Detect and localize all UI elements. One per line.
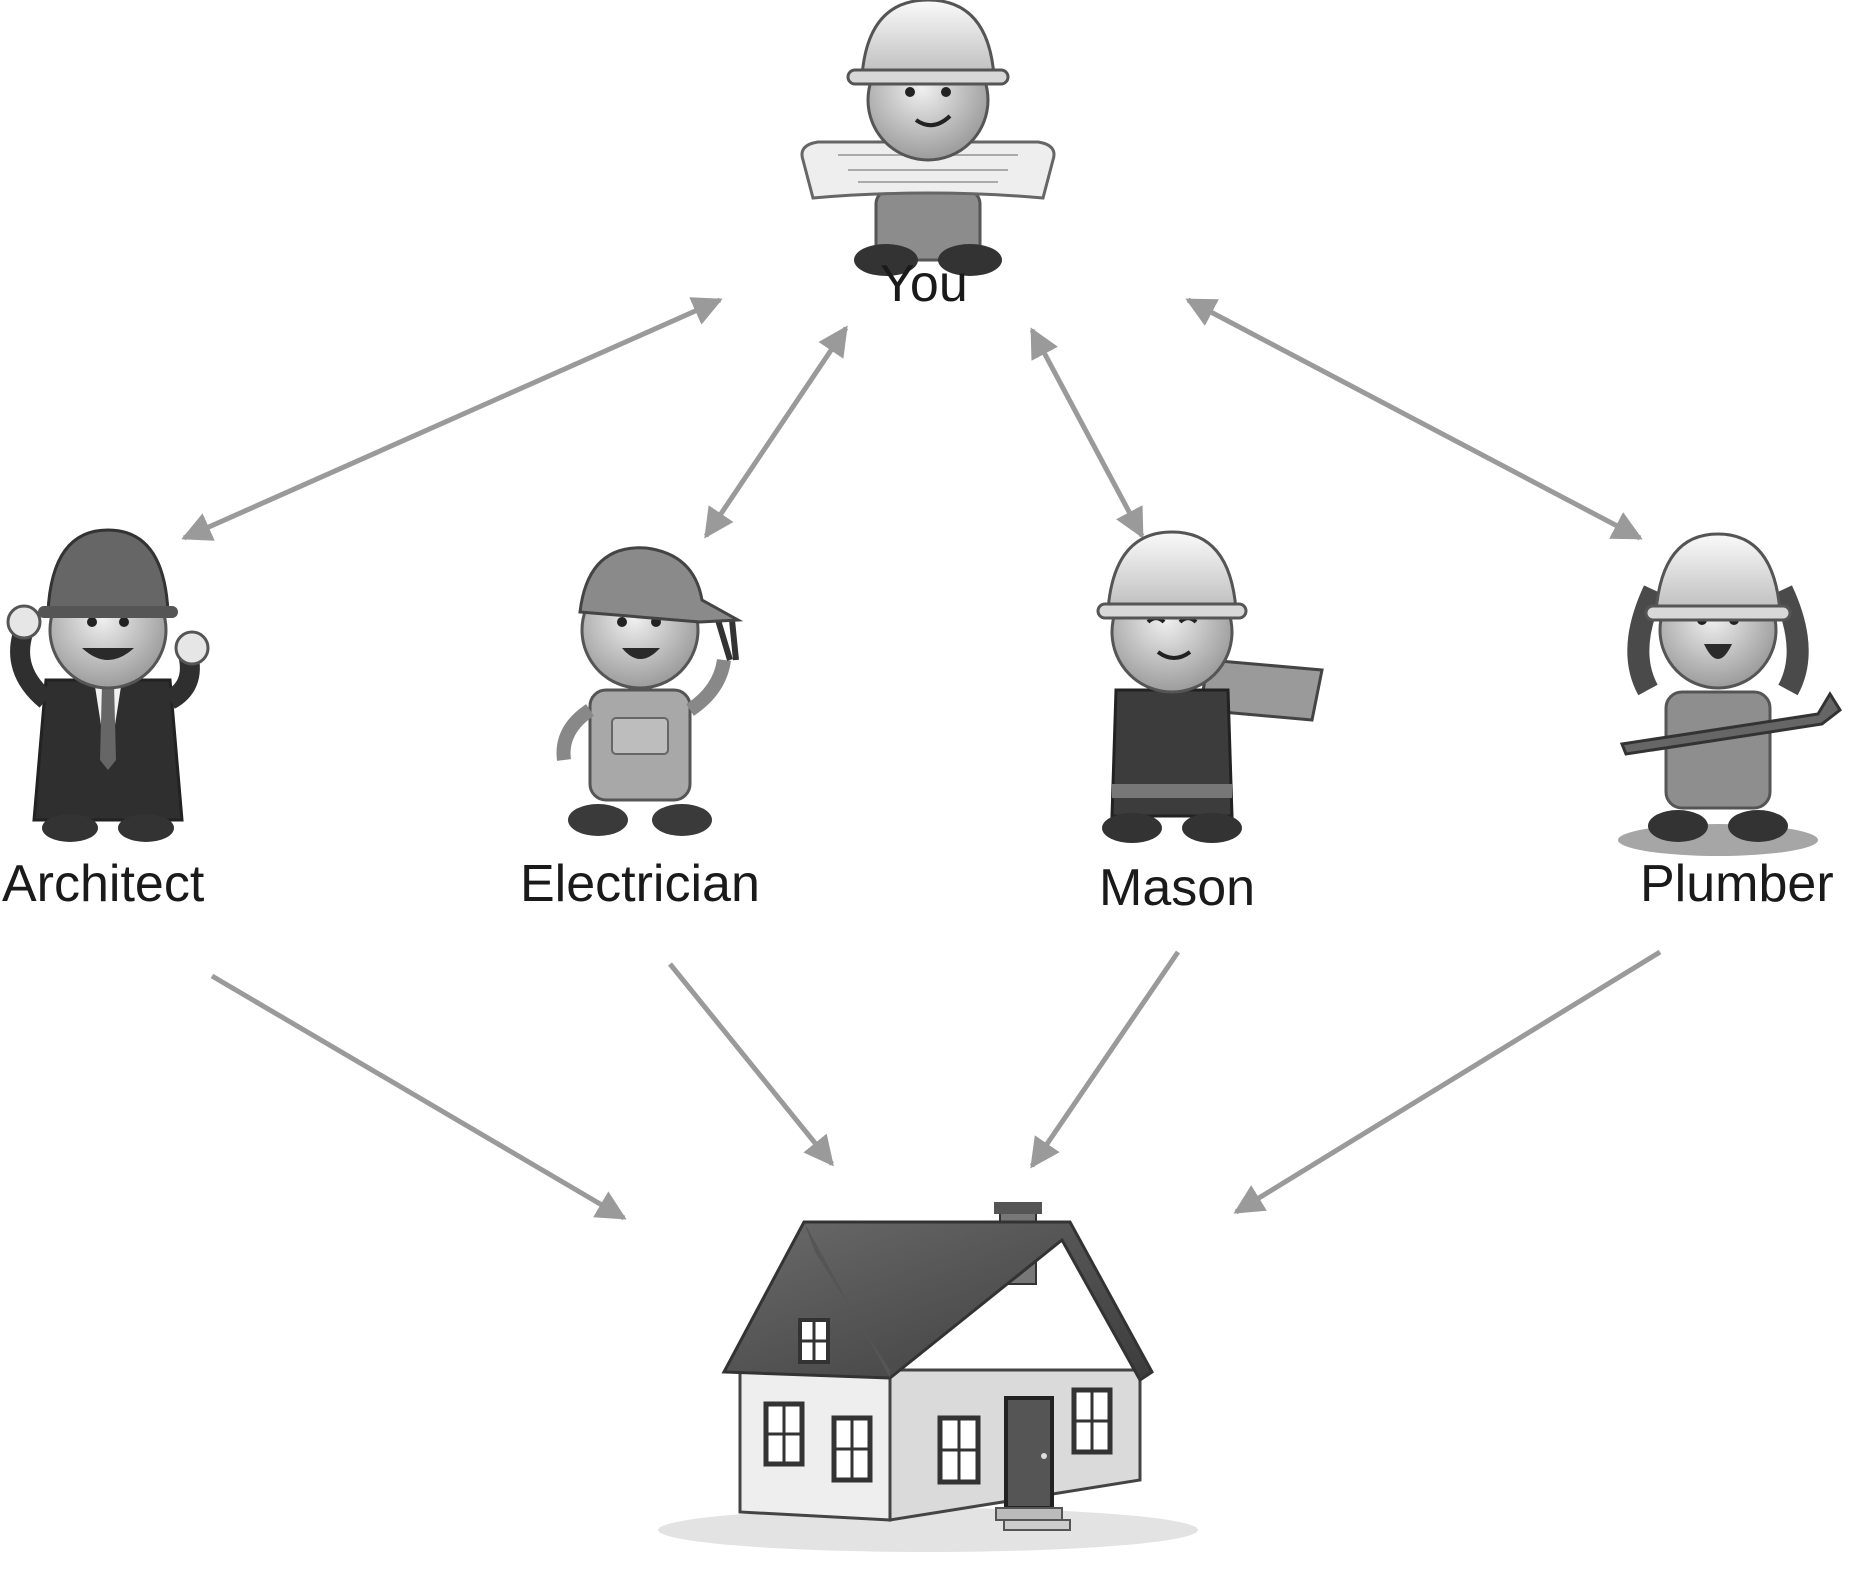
node-label-electrician: Electrician xyxy=(520,855,760,913)
node-label-you: You xyxy=(880,255,968,313)
house-icon xyxy=(658,1202,1198,1552)
arrow-you-architect xyxy=(181,297,723,541)
arrow-mason-house xyxy=(1029,950,1181,1169)
arrow-plumber-house xyxy=(1233,949,1662,1215)
mason-icon xyxy=(1096,530,1324,843)
arrow-architect-house xyxy=(210,973,627,1221)
node-label-mason: Mason xyxy=(1099,859,1256,917)
arrow-you-mason xyxy=(1029,327,1145,539)
contractor-with-blueprint-icon xyxy=(800,0,1056,276)
arrow-you-plumber xyxy=(1185,297,1643,541)
arrow-electrician-house xyxy=(668,962,834,1167)
node-label-architect: Architect xyxy=(2,855,205,913)
architect-icon xyxy=(6,528,210,842)
node-label-plumber: Plumber xyxy=(1640,855,1834,913)
arrow-you-electrician xyxy=(703,325,849,539)
electrician-icon xyxy=(556,546,744,836)
arrows xyxy=(181,297,1662,1221)
plumber-icon xyxy=(1618,532,1842,856)
